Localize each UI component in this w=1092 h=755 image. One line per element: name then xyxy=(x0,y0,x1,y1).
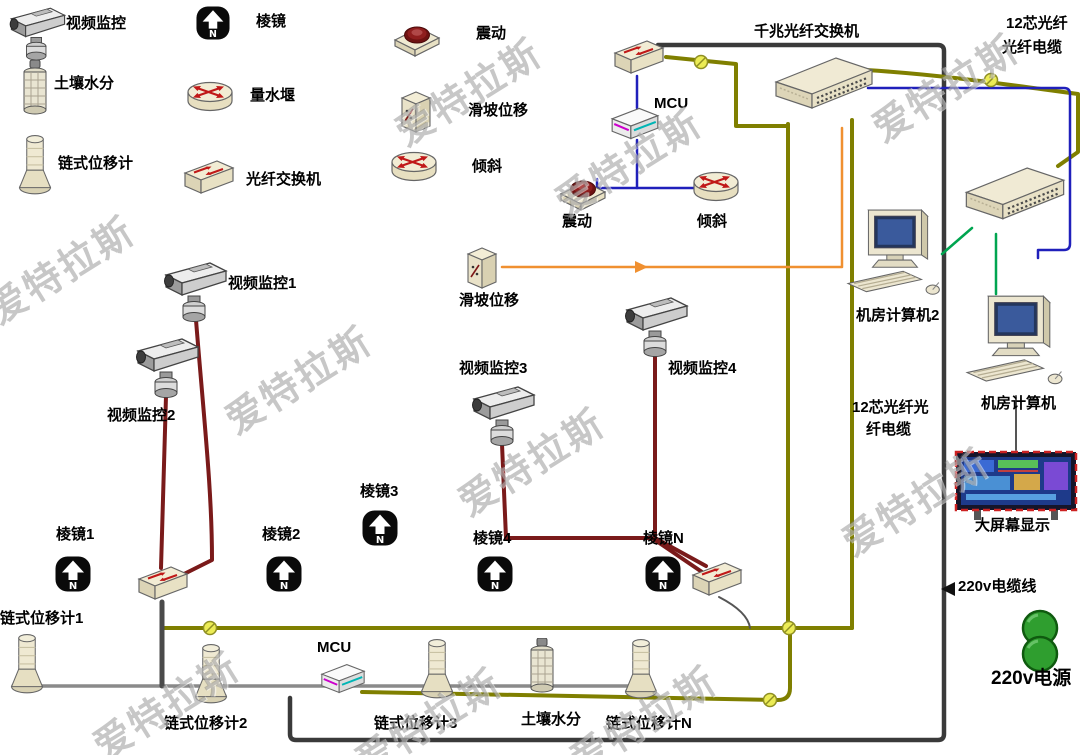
cable-camera-2 xyxy=(159,394,168,570)
prism2-label: 棱镜2 xyxy=(262,526,301,543)
room-switch-icon xyxy=(965,166,1065,220)
computer1-icon xyxy=(966,295,1063,385)
fiber-top-label-2: 光纤电缆 xyxy=(1002,39,1063,56)
legend-tilt-icon xyxy=(390,151,438,182)
prism1-label: 棱镜1 xyxy=(56,526,95,543)
chain2-label: 链式位移计2 xyxy=(164,715,248,732)
tilt-sensor-icon xyxy=(692,171,740,202)
field-switch-a-icon xyxy=(137,565,189,601)
soil-sensor-icon xyxy=(530,638,554,693)
cable-fiber-room xyxy=(864,68,1080,168)
computer1-label: 机房计算机 xyxy=(981,395,1057,412)
cable-fiber-uplink xyxy=(664,55,790,128)
cable-landslide xyxy=(500,126,844,269)
legend-weir-label: 量水堰 xyxy=(250,87,296,104)
vibration-sensor-icon xyxy=(560,180,606,211)
camera2-label: 视频监控2 xyxy=(107,407,176,424)
camera2-icon xyxy=(135,338,199,399)
prism1-icon xyxy=(55,556,91,592)
big-screen-icon xyxy=(954,450,1078,522)
cable-lan-room xyxy=(866,86,1072,260)
devices xyxy=(9,6,1078,704)
chain3-icon xyxy=(421,639,453,699)
cable-fiber-lower-bus xyxy=(360,630,792,702)
prism2-icon xyxy=(266,556,302,592)
chain1-icon xyxy=(11,634,43,694)
power-source-icon xyxy=(1021,609,1059,673)
mcu-top-icon xyxy=(611,107,659,140)
landslide-cable-arrow xyxy=(635,261,648,273)
vibration-sensor-label: 震动 xyxy=(562,213,593,230)
prism3-label: 棱镜3 xyxy=(360,483,399,500)
legend-landslide-icon xyxy=(401,91,431,133)
cable-switch-b-drop xyxy=(718,596,751,629)
prismN-label: 棱镜N xyxy=(643,530,684,547)
legend-chain-label: 链式位移计 xyxy=(58,155,134,172)
field-switch-b-icon xyxy=(691,561,743,597)
cable-camera-4 xyxy=(653,352,708,568)
tilt-sensor-label: 倾斜 xyxy=(697,213,728,230)
chain3-label: 链式位移计3 xyxy=(374,715,458,732)
fiber-splices xyxy=(202,54,999,708)
legend-camera-icon xyxy=(9,7,66,61)
uplink-switch-icon xyxy=(613,39,665,75)
fiber-right-label-2: 纤电缆 xyxy=(866,421,912,438)
fiber-right-label-1: 12芯光纤光 xyxy=(852,399,929,416)
prism4-label: 棱镜4 xyxy=(473,530,512,547)
mcu-bottom-label: MCU xyxy=(317,639,352,656)
gigabit-switch-label: 千兆光纤交换机 xyxy=(754,23,860,40)
legend-video-label: 视频监控 xyxy=(66,15,127,32)
chainN-label: 链式位移计N xyxy=(606,715,692,732)
chain2-icon xyxy=(195,644,227,704)
big-screen-label: 大屏幕显示 xyxy=(975,517,1051,534)
computer2-icon xyxy=(847,209,940,295)
prismN-icon xyxy=(645,556,681,592)
legend-soil-icon xyxy=(23,60,47,115)
camera1-icon xyxy=(163,262,227,323)
cable-power-trunk xyxy=(287,42,947,743)
computer2-label: 机房计算机2 xyxy=(856,307,940,324)
legend-vibration-label: 震动 xyxy=(476,25,507,42)
camera1-label: 视频监控1 xyxy=(228,275,297,292)
legend-weir-icon xyxy=(186,81,234,112)
landslide-sensor-label: 滑坡位移 xyxy=(459,292,520,309)
chain1-label: 链式位移计1 xyxy=(0,610,84,627)
power-cable-arrow xyxy=(941,582,955,596)
chainN-icon xyxy=(625,639,657,699)
prism3-icon xyxy=(362,510,398,546)
soil-sensor-label: 土壤水分 xyxy=(521,711,582,728)
legend-chain-icon xyxy=(18,134,52,195)
camera3-icon xyxy=(471,386,535,447)
cable-camera-3 xyxy=(500,442,704,574)
gigabit-switch-icon xyxy=(774,56,874,110)
mcu-top-label: MCU xyxy=(654,95,689,112)
legend-tilt-label: 倾斜 xyxy=(472,158,503,175)
power-source-label: 220v电源 xyxy=(991,668,1072,689)
prism4-icon xyxy=(477,556,513,592)
legend-prism-icon xyxy=(196,6,230,40)
legend-landslide-label: 滑坡位移 xyxy=(468,102,529,119)
cable-camera-1 xyxy=(176,318,214,579)
legend-prism-label: 棱镜 xyxy=(256,13,287,30)
mcu-bottom-icon xyxy=(320,663,366,694)
power-cable-label: 220v电缆线 xyxy=(958,578,1037,595)
camera4-icon xyxy=(624,297,688,358)
camera3-label: 视频监控3 xyxy=(459,360,528,377)
camera4-label: 视频监控4 xyxy=(668,360,737,377)
cables xyxy=(24,42,1080,743)
legend-fiber-switch-label: 光纤交换机 xyxy=(246,171,322,188)
legend-fiber-switch-icon xyxy=(183,159,235,195)
legend-vibration-icon xyxy=(394,26,440,57)
legend-soil-label: 土壤水分 xyxy=(54,75,115,92)
cable-lan-computer2 xyxy=(940,226,974,256)
landslide-sensor-icon xyxy=(467,247,497,289)
fiber-top-label-1: 12芯光纤 xyxy=(1006,15,1068,32)
